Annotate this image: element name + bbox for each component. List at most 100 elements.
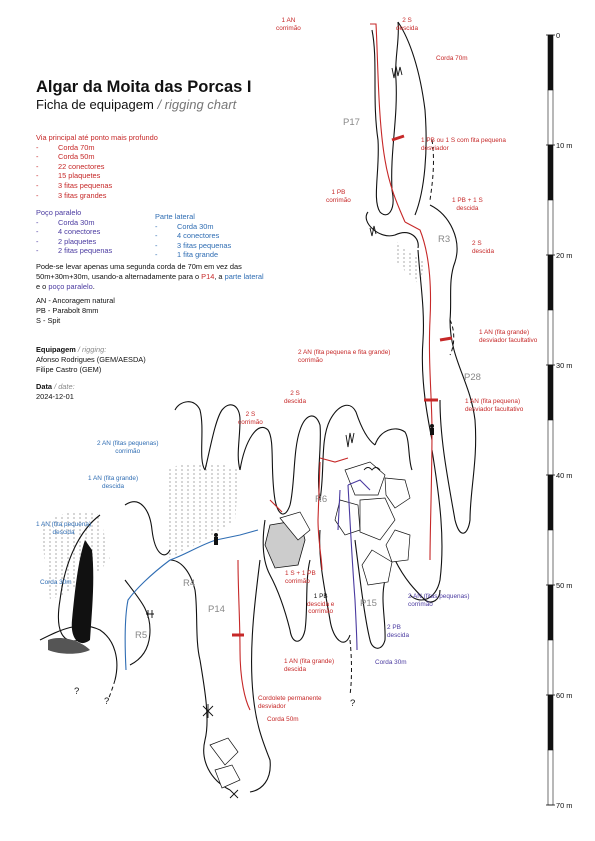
cave-wall — [199, 659, 231, 791]
main-route-list: Via principal até ponto mais profundo -C… — [36, 133, 158, 200]
scale-label: 60 m — [556, 691, 573, 700]
team-heading: Equipagem — [36, 345, 76, 354]
parallel-shaft-rope — [337, 489, 341, 531]
cave-wall — [371, 21, 399, 216]
stalactite-icon — [345, 432, 355, 448]
dashed-extension — [107, 679, 116, 701]
cave-wall — [204, 404, 241, 471]
dashed-extension — [349, 639, 352, 696]
page-title: Algar da Moita das Porcas I — [36, 78, 252, 96]
cave-wall — [249, 559, 271, 793]
date-heading: Data — [36, 382, 53, 391]
side-part-rope — [169, 539, 217, 561]
parallel-shaft-rope — [347, 484, 358, 651]
annotation: 2 AN (fitas pequenas)corrimão — [97, 440, 159, 455]
page-subtitle: Ficha de equipagem / rigging chart — [36, 97, 236, 112]
section-label-p17: P17 — [343, 117, 360, 128]
list-item: -Corda 30m — [36, 217, 95, 227]
rock-mass — [48, 638, 90, 654]
team-member: Afonso Rodrigues (GEM/AESDA) — [36, 354, 146, 364]
main-route-rope — [319, 457, 349, 463]
section-label-r4: R4 — [183, 578, 196, 589]
list-item: -Corda 70m — [36, 142, 95, 152]
list-item: -1 fita grande — [155, 250, 219, 260]
unknown-marker: ? — [104, 696, 110, 707]
cave-wall — [239, 415, 321, 515]
star-icon — [202, 704, 214, 718]
rope-protector — [391, 134, 405, 142]
annotation: Corda 50m — [267, 716, 299, 723]
list-item: -2 fitas pequenas — [36, 246, 113, 256]
section-label-r5: R5 — [135, 630, 148, 641]
scale-label: 50 m — [556, 581, 573, 590]
list-item: -Corda 30m — [155, 221, 214, 231]
rock-mass — [71, 540, 94, 644]
cave-wall — [374, 428, 413, 471]
cave-wall — [169, 559, 201, 661]
cave-wall — [429, 204, 477, 534]
annotation: Corda 70m — [436, 55, 468, 62]
stalactite-icon — [369, 225, 377, 237]
list-item: -4 conectores — [155, 231, 220, 241]
cave-wall — [394, 559, 441, 603]
subtitle-pt: Ficha de equipagem — [36, 97, 154, 112]
cave-wall — [319, 404, 376, 501]
main-route-rope — [269, 499, 283, 513]
fork-icon — [146, 610, 154, 618]
dashed-extension — [429, 139, 434, 201]
side-part-rope — [124, 559, 171, 671]
sediment-area — [165, 462, 240, 560]
section-label-p14: P14 — [208, 604, 225, 615]
sediment-area — [395, 240, 425, 285]
list-item: -Corda 50m — [36, 152, 95, 162]
cave-wall — [417, 249, 433, 441]
scale-label: 70 m — [556, 801, 573, 810]
main-route-heading: Via principal até ponto mais profundo — [36, 133, 158, 142]
cave-wall — [262, 519, 311, 642]
section-label-r6: R6 — [315, 494, 328, 505]
list-item: -4 conectores — [36, 227, 101, 237]
annotation: 2 AN (fita pequena e fita grande)corrimã… — [298, 349, 391, 364]
abbreviation-legend: AN - Ancoragem natural PB - Parabolt 8mm… — [36, 296, 115, 325]
caver-figure — [214, 424, 434, 545]
date-block: Data / date: 2024-12-01 — [36, 382, 75, 401]
cave-wall — [409, 449, 443, 601]
team-block: Equipagem / rigging: Afonso Rodrigues (G… — [36, 345, 146, 374]
side-part-rope — [215, 529, 259, 541]
section-label-p15: P15 — [360, 598, 377, 609]
list-item: -15 plaquetes — [36, 171, 101, 181]
bat-icon — [363, 467, 381, 471]
annotation: 1 AN (fita pequena)desviador facultativo — [465, 398, 524, 413]
cave-wall — [365, 211, 419, 249]
scale-label: 10 m — [556, 141, 573, 150]
annotation: Corda 30m — [375, 659, 407, 666]
scale-label: 20 m — [556, 251, 573, 260]
parallel-shaft-heading: Poço paralelo — [36, 208, 82, 217]
list-item: -3 fitas grandes — [36, 190, 107, 200]
parallel-shaft-rope — [347, 479, 371, 491]
main-route-rope — [429, 429, 433, 561]
cave-wall — [124, 501, 171, 556]
side-part-heading: Parte lateral — [155, 212, 195, 221]
team-member: Filipe Castro (GEM) — [36, 364, 102, 374]
rope-protector — [439, 336, 453, 342]
annotation: 1 AN (fita grande)descida — [284, 658, 335, 673]
scale-label: 0 — [556, 31, 561, 40]
dashed-extension — [449, 319, 455, 356]
scale-label: 40 m — [556, 471, 573, 480]
date-value: 2024-12-01 — [36, 391, 74, 401]
list-item: -3 fitas pequenas — [155, 240, 232, 250]
unknown-marker: ? — [74, 686, 80, 697]
cave-wall — [319, 529, 351, 643]
legend-item: AN - Ancoragem natural — [36, 296, 115, 305]
